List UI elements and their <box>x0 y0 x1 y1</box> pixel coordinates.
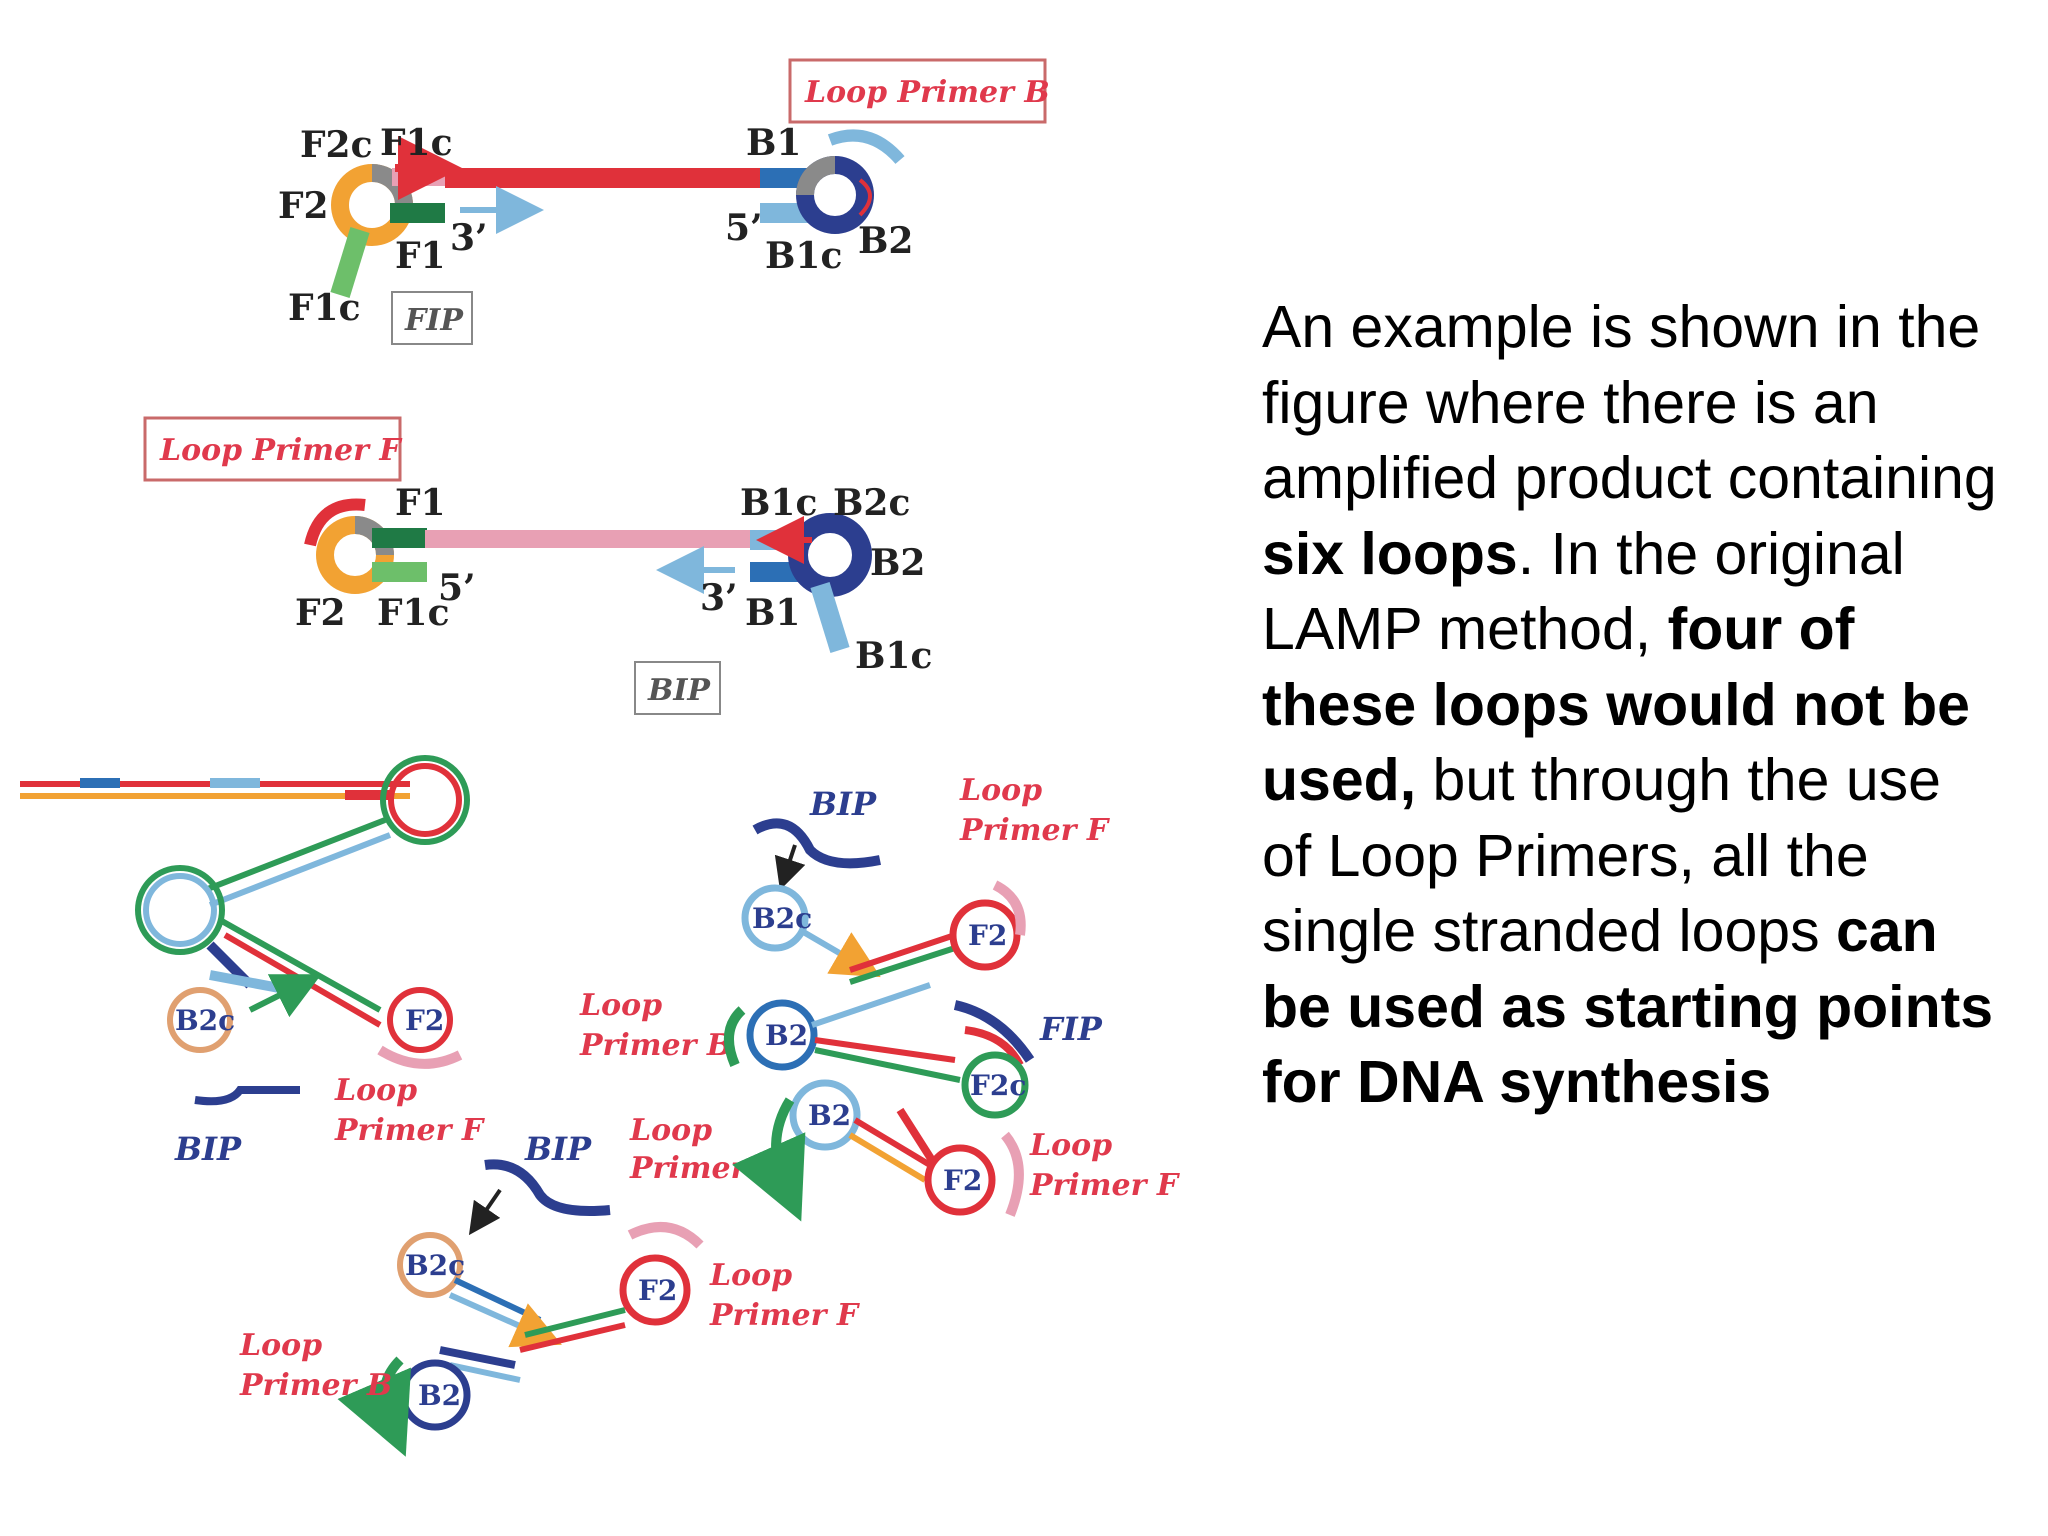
b2-ring-r <box>746 999 818 1071</box>
loop-primer-f-arrow <box>304 498 366 547</box>
b2-lm-label: B2 <box>418 1379 461 1412</box>
bip-arrow-ll <box>194 1086 300 1106</box>
primer-b-r-label: Primer B <box>579 1028 732 1063</box>
lower-left-tree: B2c F2 BIP Loop Primer F <box>20 755 486 1168</box>
b2-label: B2 <box>858 220 913 262</box>
f2-ring-r <box>949 899 1021 971</box>
bip-label: BIP <box>647 673 711 708</box>
lamp-loop-primer-diagram: Loop Primer B F2c F1c F2 F1 3’ F1c FIP B… <box>20 58 1181 1457</box>
loop-primer-f-arrow-ll <box>377 1045 463 1069</box>
b2c-ring-ll <box>167 987 233 1053</box>
bip-ll-label: BIP <box>174 1130 242 1168</box>
caption-bold-six-loops: six loops <box>1262 520 1518 587</box>
b2c-ring-lm <box>397 1232 463 1298</box>
bip-lm-label: BIP <box>524 1130 592 1168</box>
caption-bold-starting-points: can be used as starting points for DNA s… <box>1262 898 1994 1115</box>
b2c-ll-label: B2c <box>175 1004 235 1037</box>
fip-r-label: FIP <box>1039 1010 1103 1048</box>
f2-mid-label: F2 <box>295 592 346 634</box>
loop-b-lm-label: Loop <box>629 1113 712 1148</box>
b1c-tail-label: B1c <box>855 635 932 677</box>
b1-label: B1 <box>746 122 801 164</box>
loop-primer-f-label: Loop Primer F <box>159 433 403 468</box>
loop-f-r-label: Loop <box>959 773 1042 808</box>
top-dumbbell: Loop Primer B F2c F1c F2 F1 3’ F1c FIP B… <box>278 58 1050 345</box>
bip-tail <box>810 582 850 653</box>
f2c-ring-r <box>961 1051 1029 1119</box>
loop-primer-f-box <box>143 416 402 482</box>
f1-segment <box>390 203 445 223</box>
b2-r-label: B2 <box>765 1019 808 1052</box>
fip-label: FIP <box>404 303 464 338</box>
f2-label: F2 <box>278 185 329 227</box>
f1c-mid-label: F1c <box>377 592 450 634</box>
loop-primer-b-arrow <box>827 129 905 165</box>
caption-paragraph: An example is shown in the figure where … <box>1262 290 2002 1121</box>
primer-f-ll-label: Primer F <box>334 1113 486 1148</box>
primer-b2-lm-label: Primer B <box>239 1368 392 1403</box>
caption-text-2: . In the original LAMP method, <box>1262 520 1905 663</box>
loop-primer-b-label: Loop Primer B <box>804 75 1050 110</box>
b1-mid-label: B1 <box>745 592 800 634</box>
primer-f-r-label: Primer F <box>959 813 1111 848</box>
five-prime-label: 5’ <box>725 207 763 249</box>
f2-lower-r-label: F2 <box>943 1164 982 1197</box>
fip-tail <box>330 227 370 298</box>
loop-f-lm-label: Loop <box>709 1258 792 1293</box>
three-prime-mid-label: 3’ <box>700 577 738 619</box>
mid-loop-ll <box>135 865 225 955</box>
caption-text: An example is shown in the figure where … <box>1262 290 2002 1121</box>
caption-bold-four-loops: four of these loops would not be used, <box>1262 596 1970 813</box>
five-prime-mid-label: 5’ <box>438 567 476 609</box>
f1-label: F1 <box>395 235 446 277</box>
f2-ring-ll <box>387 987 453 1053</box>
loop-b2-lm-label: Loop <box>239 1328 322 1363</box>
b1c-label: B1c <box>765 235 842 277</box>
f2-ll-label: F2 <box>405 1004 444 1037</box>
f2c-r-label: F2c <box>970 1069 1026 1102</box>
bip-box <box>634 661 721 715</box>
loop-b-r-label: Loop <box>579 988 662 1023</box>
primer-f2-r-label: Primer F <box>1029 1168 1181 1203</box>
lower-middle-tree: BIP Loop Primer B B2c F2 Loop Primer F B… <box>239 1113 861 1457</box>
f1c-label: F1c <box>380 122 453 164</box>
b2-lower-r-label: B2 <box>808 1099 851 1132</box>
caption-text-3: but through the use of Loop Primers, all… <box>1262 747 1941 964</box>
f2-lower-ring-r <box>924 1144 996 1216</box>
loop-ll-label: Loop <box>334 1073 417 1108</box>
f2-lm-label: F2 <box>638 1274 677 1307</box>
b2-lower-ring-r <box>789 1079 861 1151</box>
b2c-mid-label: B2c <box>833 482 910 524</box>
top-main-strand <box>445 168 760 188</box>
f2-ring-lm <box>619 1254 691 1326</box>
fip-box <box>391 291 473 345</box>
loop-primer-b-box <box>788 58 1047 124</box>
f2-r-label: F2 <box>968 919 1007 952</box>
bip-r-label: BIP <box>809 785 877 823</box>
top-right-loop-ll <box>380 755 470 845</box>
b2c-lm-label: B2c <box>405 1249 465 1282</box>
b1c-mid-label: B1c <box>740 482 817 524</box>
f2c-label: F2c <box>300 124 373 166</box>
caption-text-1: An example is shown in the figure where … <box>1262 294 1997 511</box>
primer-f-lm-label: Primer F <box>709 1298 861 1333</box>
middle-main-strand <box>425 530 755 548</box>
f1-mid-label: F1 <box>395 482 446 524</box>
b2c-ring-r <box>741 884 809 952</box>
three-prime-label: 3’ <box>450 217 488 259</box>
middle-dumbbell: Loop Primer F F1 F2 F1c 5’ B1c B2c B2 3’… <box>143 416 932 715</box>
loop-f2-r-label: Loop <box>1029 1128 1112 1163</box>
b2-mid-label: B2 <box>870 542 925 584</box>
primer-b-lm-label: Primer B <box>629 1151 782 1186</box>
right-tree: BIP Loop Primer F B2c F2 Loop Primer B B… <box>579 773 1181 1222</box>
b2-loop-mid <box>788 513 872 597</box>
f1c-bottom-label: F1c <box>288 287 361 329</box>
